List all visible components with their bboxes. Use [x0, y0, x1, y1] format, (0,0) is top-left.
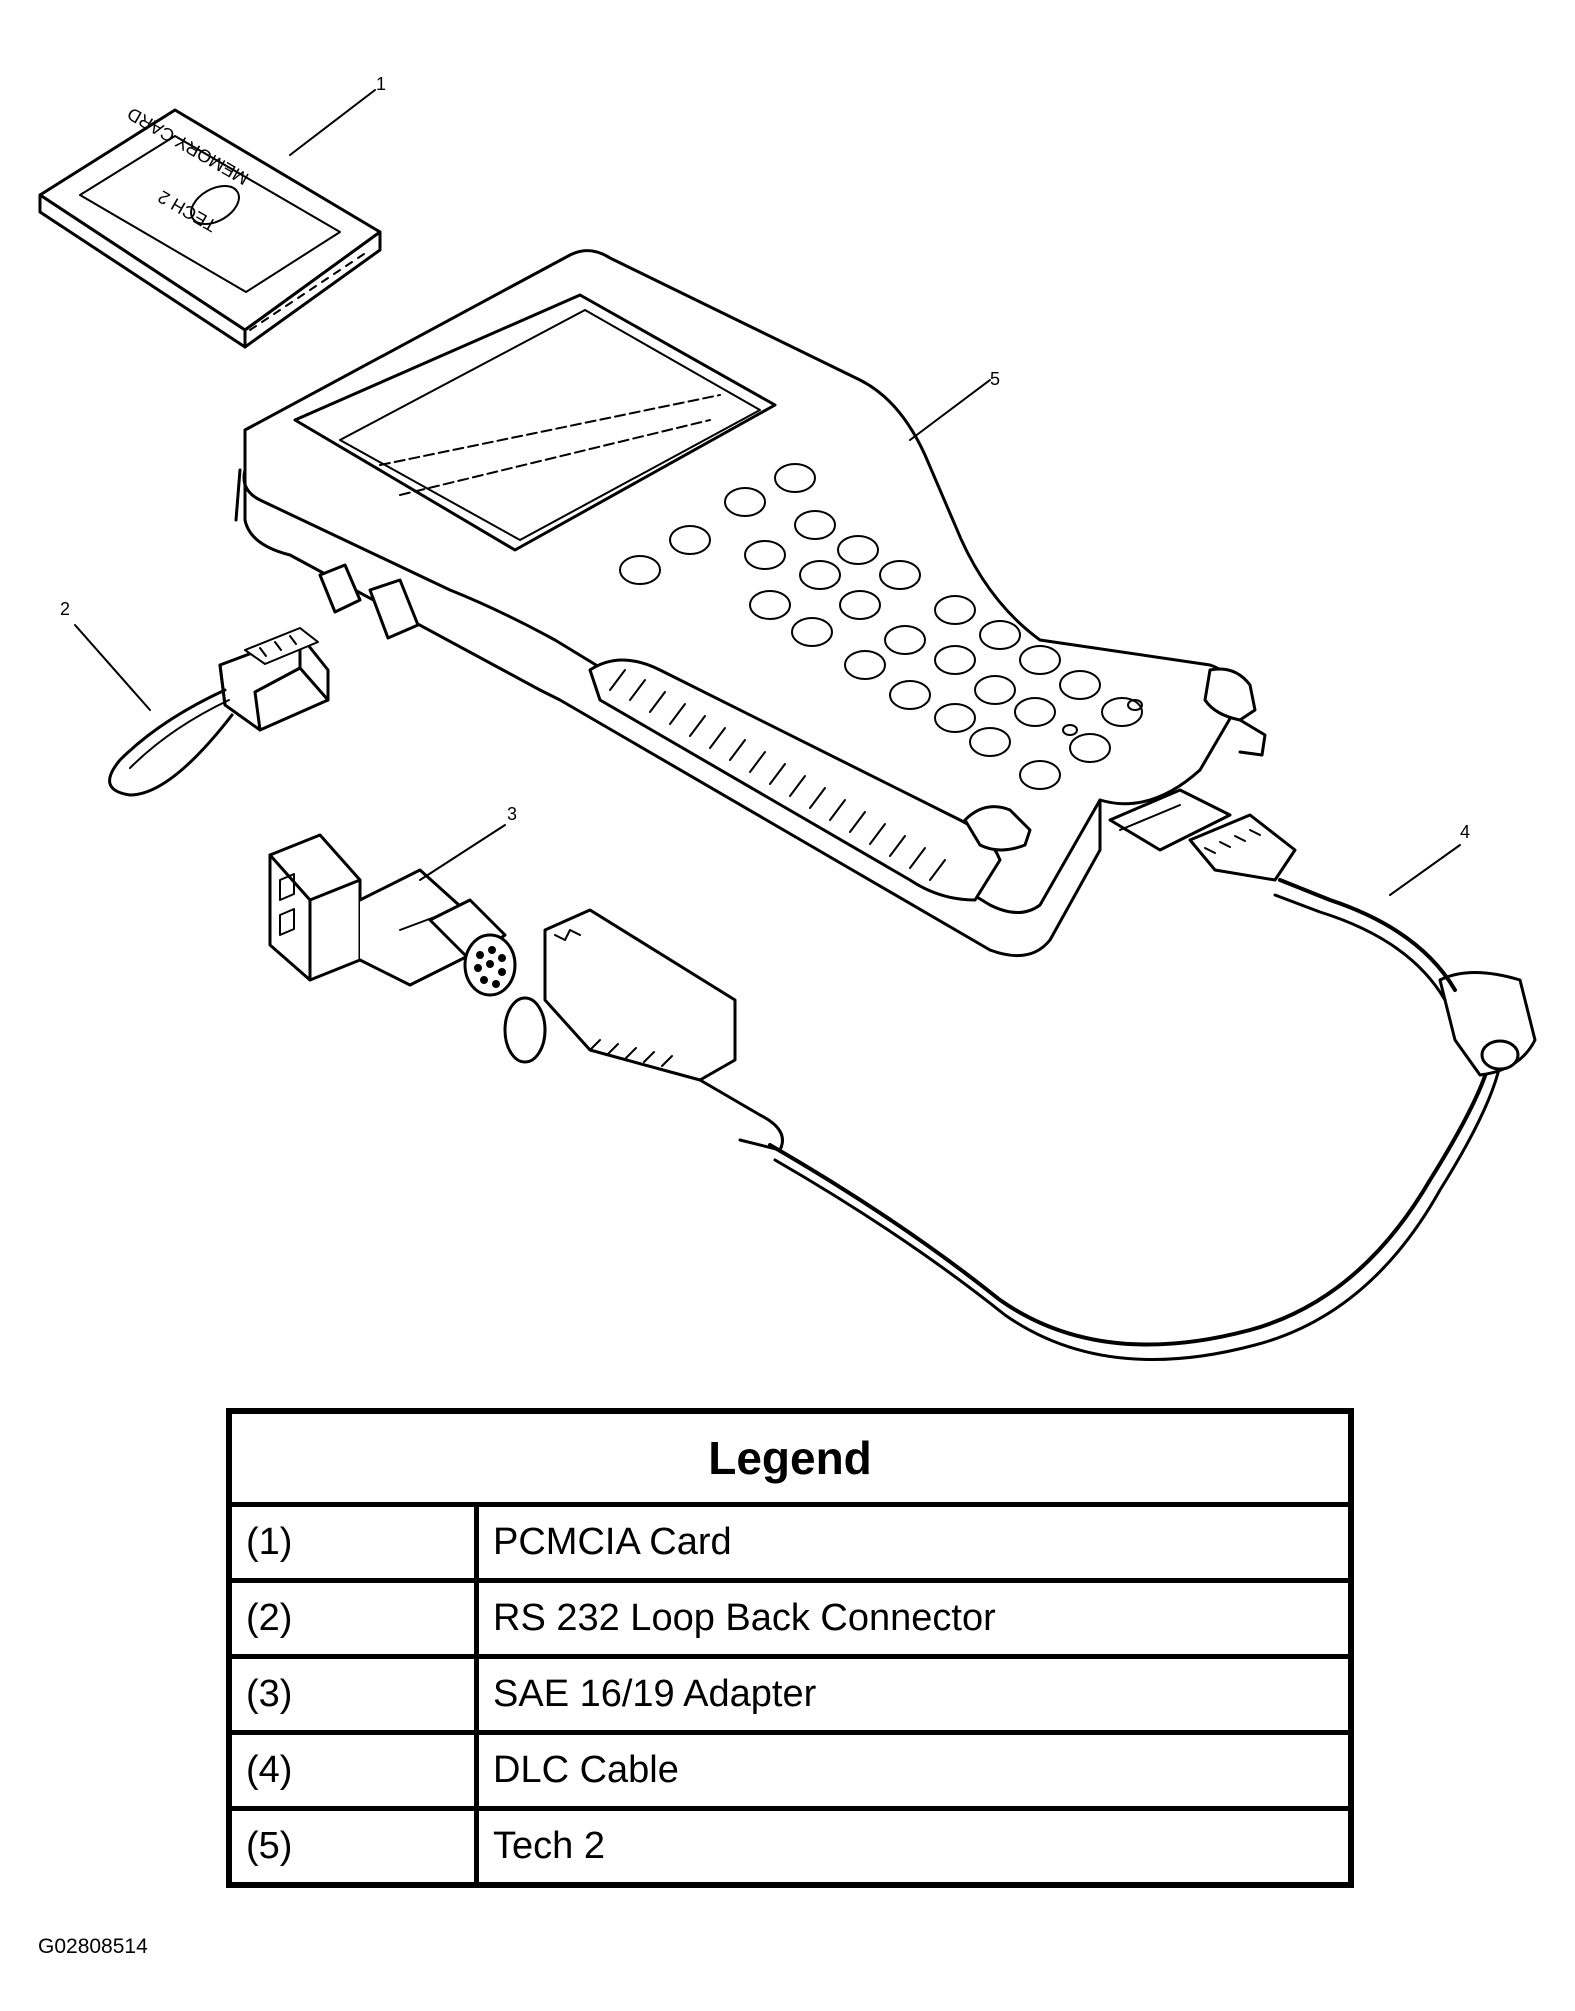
legend-label: PCMCIA Card [474, 1502, 1354, 1583]
callout-3: 3 [507, 804, 517, 824]
legend-label: DLC Cable [474, 1730, 1354, 1811]
sae-adapter [268, 824, 517, 997]
legend-row: (1) PCMCIA Card [226, 1502, 1354, 1583]
callout-4: 4 [1460, 822, 1470, 842]
legend-label: SAE 16/19 Adapter [474, 1654, 1354, 1735]
legend-number: (5) [226, 1806, 479, 1888]
tech2-scan-tool [234, 249, 1267, 958]
tech2-exploded-illustration: TECH 2 MEMORY CARD [38, 74, 1537, 1362]
legend-row: (4) DLC Cable [226, 1730, 1354, 1811]
figure-id: G02808514 [38, 1935, 148, 1958]
legend-number: (3) [226, 1654, 479, 1735]
legend-number: (1) [226, 1502, 479, 1583]
dlc-cable [503, 813, 1537, 1362]
legend-label: Tech 2 [474, 1806, 1354, 1888]
legend-row: (5) Tech 2 [226, 1806, 1354, 1888]
legend-header-row: Legend [226, 1408, 1354, 1507]
legend-number: (4) [226, 1730, 479, 1811]
callout-1: 1 [376, 74, 386, 94]
rs232-loopback-connector [74, 624, 330, 797]
legend-label: RS 232 Loop Back Connector [474, 1578, 1354, 1659]
legend-row: (2) RS 232 Loop Back Connector [226, 1578, 1354, 1659]
legend-title: Legend [226, 1408, 1354, 1507]
callout-2: 2 [60, 599, 70, 619]
legend-row: (3) SAE 16/19 Adapter [226, 1654, 1354, 1735]
legend-number: (2) [226, 1578, 479, 1659]
pcmcia-card: TECH 2 MEMORY CARD [38, 89, 382, 349]
legend-table: Legend (1) PCMCIA Card (2) RS 232 Loop B… [226, 1408, 1354, 1888]
callout-5: 5 [990, 369, 1000, 389]
